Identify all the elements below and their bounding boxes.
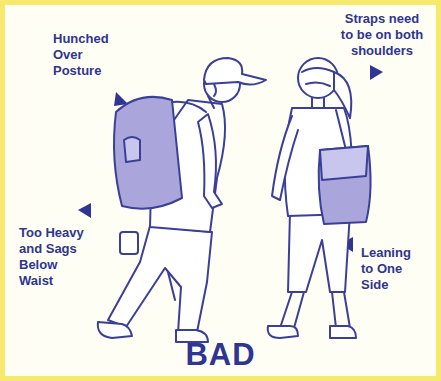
boy-figure <box>98 58 266 342</box>
poster-frame: Hunched Over Posture Straps need to be on… <box>5 5 436 376</box>
backpack-pocket <box>124 137 140 162</box>
girl-hair <box>302 68 334 86</box>
boy-pants <box>108 226 212 333</box>
pants-pocket <box>120 232 138 254</box>
boy-ear <box>214 84 216 96</box>
shoulder-bag <box>319 146 371 224</box>
girl-head <box>298 58 338 98</box>
boy-arm <box>198 114 222 208</box>
pointer-arrows <box>78 65 383 252</box>
pants-fold <box>168 272 175 300</box>
girl-arm <box>272 116 298 200</box>
girl-figure <box>268 58 371 338</box>
girl-legs <box>280 292 350 328</box>
callout-label: Leaning to One Side <box>361 245 423 293</box>
girl-neck <box>312 98 324 108</box>
callout-label: Hunched Over Posture <box>53 31 123 79</box>
callout-label: Too Heavy and Sags Below Waist <box>19 225 91 289</box>
bag-flap <box>320 146 368 180</box>
ponytail <box>334 72 351 118</box>
shoulder-strap <box>336 110 346 150</box>
pointer-arrow <box>78 203 91 218</box>
boy-shoe <box>98 322 132 338</box>
backpack <box>114 97 182 209</box>
girl-shoe <box>268 326 298 338</box>
pointer-arrow <box>370 65 383 80</box>
caption: BAD <box>105 338 336 372</box>
boy-cap <box>204 58 266 85</box>
girl-shoe <box>330 326 356 338</box>
backpack-strap <box>172 102 206 112</box>
callout-label: Straps need to be on both shoulders <box>337 11 427 59</box>
